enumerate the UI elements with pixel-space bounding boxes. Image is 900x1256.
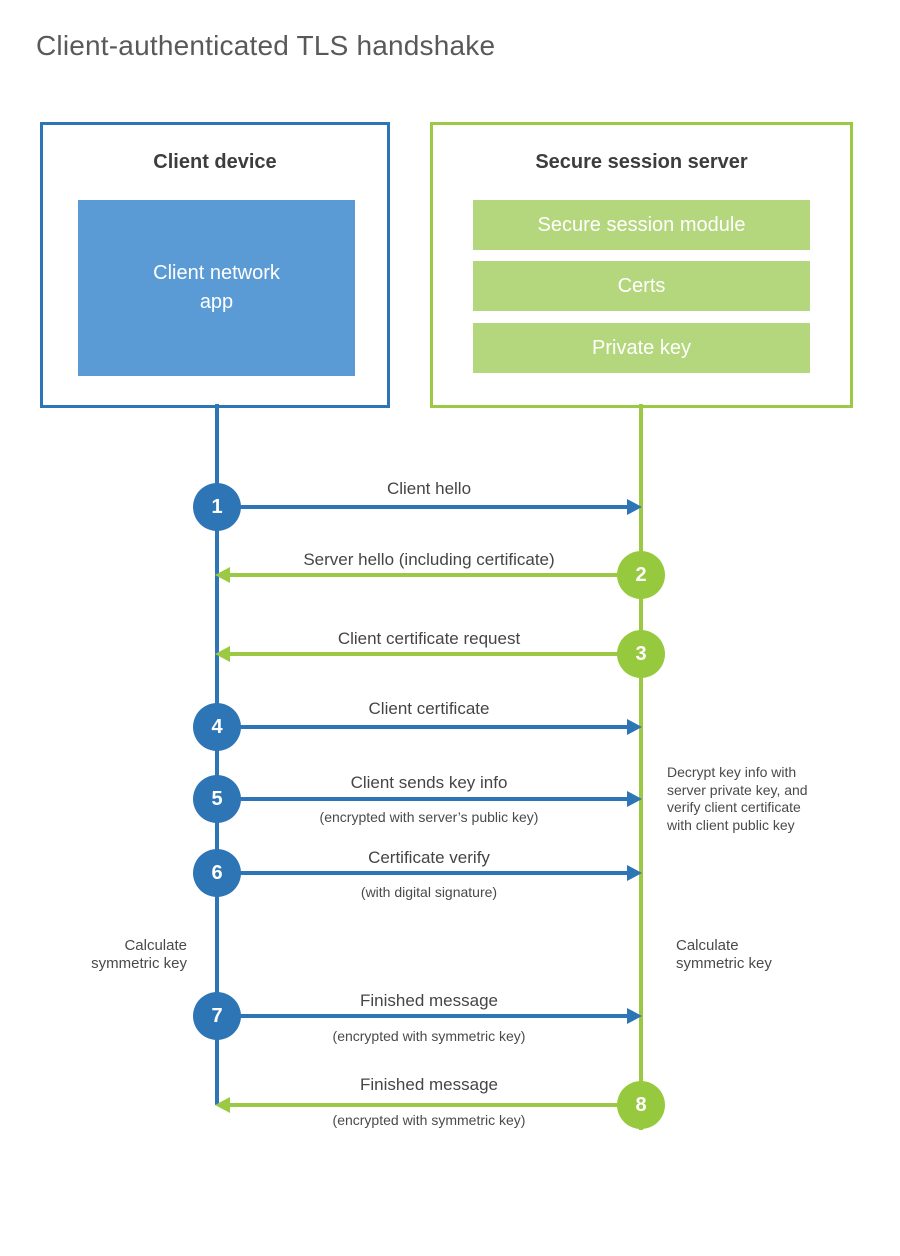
step-7-sublabel: (encrypted with symmetric key) <box>332 1028 526 1044</box>
client-device-title: Client device <box>153 151 277 173</box>
step-2-number-badge: 2 <box>617 551 665 599</box>
step-8-number-badge: 8 <box>617 1081 665 1129</box>
step-2-label: Server hello (including certificate) <box>303 550 555 569</box>
step-1-arrowhead-right <box>627 499 642 515</box>
step-2-arrow-line <box>229 573 641 577</box>
step-7-arrowhead-right <box>627 1008 642 1024</box>
step-6-arrow-line <box>217 871 628 875</box>
step-6-label: Certificate verify <box>368 848 490 867</box>
client-network-app-box: Client network app <box>78 200 355 376</box>
step-4-label: Client certificate <box>368 699 490 718</box>
calculate-symmetric-key-server: Calculate symmetric key <box>676 937 772 972</box>
step-8-sublabel: (encrypted with symmetric key) <box>332 1112 526 1128</box>
secure-session-server-title: Secure session server <box>535 151 748 173</box>
step-5-sublabel: (encrypted with server’s public key) <box>319 809 539 825</box>
step-3-label: Client certificate request <box>337 629 521 648</box>
calculate-symmetric-key-client: Calculate symmetric key <box>91 937 187 972</box>
step-1-arrow-line <box>217 505 628 509</box>
step-4-arrow-line <box>217 725 628 729</box>
page-title: Client-authenticated TLS handshake <box>36 30 496 61</box>
step-5-number-badge: 5 <box>193 775 241 823</box>
step-4-number-badge: 4 <box>193 703 241 751</box>
step-8-label: Finished message <box>360 1075 498 1094</box>
step-5-arrow-line <box>217 797 628 801</box>
server-module-certs: Certs <box>473 261 810 311</box>
step-2-arrowhead-left <box>215 567 230 583</box>
step-7-number-badge: 7 <box>193 992 241 1040</box>
server-module-private-key: Private key <box>473 323 810 373</box>
server-lifeline <box>639 404 643 1130</box>
step-7-label: Finished message <box>360 991 498 1010</box>
client-lifeline <box>215 404 219 1105</box>
server-module-secure-session-module: Secure session module <box>473 200 810 250</box>
step-5-arrowhead-right <box>627 791 642 807</box>
step-7-arrow-line <box>217 1014 628 1018</box>
client-device-box: Client device Client network app <box>40 122 390 408</box>
step-8-arrowhead-left <box>215 1097 230 1113</box>
step-6-arrowhead-right <box>627 865 642 881</box>
step-3-arrow-line <box>229 652 641 656</box>
step-1-label: Client hello <box>386 479 472 498</box>
step-6-sublabel: (with digital signature) <box>360 884 498 900</box>
step-8-arrow-line <box>229 1103 641 1107</box>
step-3-number-badge: 3 <box>617 630 665 678</box>
step-4-arrowhead-right <box>627 719 642 735</box>
step-6-number-badge: 6 <box>193 849 241 897</box>
secure-session-server-box: Secure session server Secure session mod… <box>430 122 853 408</box>
step-3-arrowhead-left <box>215 646 230 662</box>
step-1-number-badge: 1 <box>193 483 241 531</box>
decrypt-key-note: Decrypt key info with server private key… <box>667 764 808 833</box>
step-5-label: Client sends key info <box>350 773 508 792</box>
